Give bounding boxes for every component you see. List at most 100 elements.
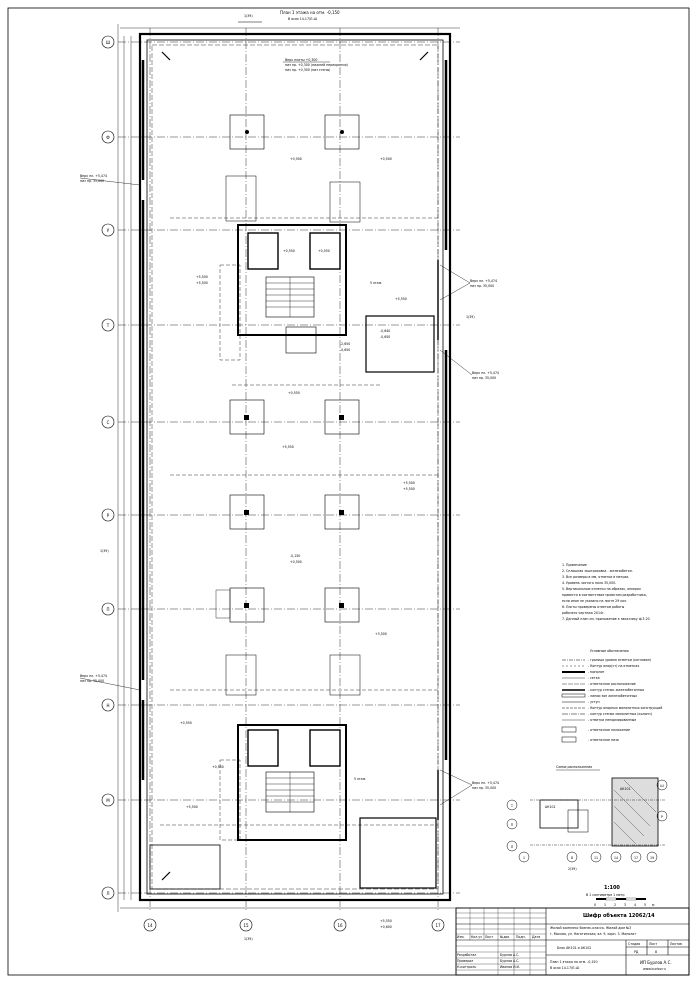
svg-text:15: 15 xyxy=(243,923,249,928)
svg-text:14: 14 xyxy=(147,923,153,928)
svg-text:м: м xyxy=(652,903,655,907)
foundations xyxy=(215,114,360,623)
svg-text:5 этаж: 5 этаж xyxy=(370,281,382,285)
svg-text:+0,550: +0,550 xyxy=(318,249,330,253)
svg-text:2. Сплошная заштриховка - жел: 2. Сплошная заштриховка - железобетон. xyxy=(562,569,633,573)
svg-text:П: П xyxy=(511,823,514,827)
svg-text:Бурлов А.С.: Бурлов А.С. xyxy=(500,959,519,963)
svg-text:Бурлов А.С.: Бурлов А.С. xyxy=(500,953,519,957)
svg-text:+0,600: +0,600 xyxy=(380,925,392,929)
svg-text:1: 1 xyxy=(523,856,525,860)
side-callouts: Верх пл. +5,474 низ пр. 35,000 Верх пл. … xyxy=(80,174,577,941)
svg-text:низ пр. 35,000: низ пр. 35,000 xyxy=(472,786,496,790)
svg-text:Ш: Ш xyxy=(660,784,664,788)
svg-text:16: 16 xyxy=(337,923,343,928)
svg-text:+0,550: +0,550 xyxy=(212,765,224,769)
svg-text:+5,500: +5,500 xyxy=(403,487,415,491)
svg-text:- отметочное низа: - отметочное низа xyxy=(588,738,619,742)
svg-text:1:100: 1:100 xyxy=(604,885,620,891)
svg-text:Л: Л xyxy=(106,891,109,896)
svg-text:2: 2 xyxy=(614,903,616,907)
svg-text:М: М xyxy=(106,798,110,803)
upper-core xyxy=(219,175,435,373)
svg-text:Верх пл. +5,474: Верх пл. +5,474 xyxy=(80,174,107,178)
svg-text:Т: Т xyxy=(510,804,513,808)
svg-text:- Контур опор(ст) на отметках: - Контур опор(ст) на отметках xyxy=(588,664,639,668)
svg-text:8: 8 xyxy=(655,950,657,954)
svg-text:- сетка: - сетка xyxy=(588,676,600,680)
svg-text:привести в соответствие проект: привести в соответствие проектом разрабо… xyxy=(562,593,647,597)
title-block xyxy=(455,907,690,976)
svg-text:4. Уровень чистого пола 35,00: 4. Уровень чистого пола 35,000. xyxy=(562,581,616,585)
svg-text:РД: РД xyxy=(634,950,639,954)
svg-text:-0,640: -0,640 xyxy=(380,329,390,333)
svg-text:1(39): 1(39) xyxy=(466,315,475,319)
svg-text:8: 8 xyxy=(571,856,573,860)
svg-text:Шифр объекта 12062/14: Шифр объекта 12062/14 xyxy=(583,912,655,919)
svg-text:Жилой комплекс бизнес-класса.: Жилой комплекс бизнес-класса. Жилой дом … xyxy=(550,926,631,930)
svg-text:Блок АК101 и АК102: Блок АК101 и АК102 xyxy=(557,946,591,950)
svg-text:Верх пл. +5,474: Верх пл. +5,474 xyxy=(80,674,107,678)
svg-text:7. Данный план см. приложение: 7. Данный план см. приложение к заказчик… xyxy=(562,617,650,621)
top-note: Верх плиты +0,300 низ пр. +0,300 (нижней… xyxy=(283,58,348,72)
svg-text:5 этаж: 5 этаж xyxy=(354,777,366,781)
svg-text:АК101: АК101 xyxy=(620,787,631,791)
svg-text:Разработал: Разработал xyxy=(457,953,476,957)
svg-text:Верх пл. +5,474: Верх пл. +5,474 xyxy=(472,781,499,785)
svg-text:Н: Н xyxy=(106,703,109,708)
svg-text:17: 17 xyxy=(634,856,638,860)
upper-stair xyxy=(266,277,314,317)
svg-text:Р: Р xyxy=(107,513,110,518)
zone-lines xyxy=(160,217,438,826)
svg-text:+5,500: +5,500 xyxy=(196,275,208,279)
svg-text:низ пр. 35,000: низ пр. 35,000 xyxy=(472,376,496,380)
svg-text:+5,500: +5,500 xyxy=(403,481,415,485)
svg-text:Дата: Дата xyxy=(532,935,540,939)
svg-text:если иное не указано на листе: если иное не указано на листе 29 кол. xyxy=(562,599,627,603)
svg-text:-2,650: -2,650 xyxy=(340,342,350,346)
dimension-lines xyxy=(117,24,460,912)
svg-text:+3,500: +3,500 xyxy=(375,632,387,636)
svg-text:Лист: Лист xyxy=(649,942,657,946)
svg-text:+0,550: +0,550 xyxy=(283,249,295,253)
svg-text:С: С xyxy=(107,420,110,425)
svg-text:Схема расположения: Схема расположения xyxy=(556,765,592,769)
svg-text:+0,500: +0,500 xyxy=(380,157,392,161)
svg-text:АК101: АК101 xyxy=(545,805,556,809)
svg-text:+5,550: +5,550 xyxy=(282,445,294,449)
svg-text:4: 4 xyxy=(634,903,636,907)
svg-text:Изм.: Изм. xyxy=(457,935,465,939)
scale-bar: 1:100 В 1 сантиметре 1 метр 0 1 2 3 4 5 … xyxy=(586,885,655,907)
title-block-text: Шифр объекта 12062/14 Жилой комплекс биз… xyxy=(457,912,682,971)
svg-text:-0,650: -0,650 xyxy=(340,348,350,352)
svg-text:+0,550: +0,550 xyxy=(288,391,300,395)
svg-text:- контур стенок монолитных (ко: - контур стенок монолитных (колонн) xyxy=(588,712,652,716)
svg-text:низ пр. +0,300 (нижней перекры: низ пр. +0,300 (нижней перекрытия) xyxy=(285,63,348,67)
svg-text:+5,550: +5,550 xyxy=(395,297,407,301)
svg-text:3: 3 xyxy=(624,903,626,907)
svg-text:- граница уровня отметки (котл: - граница уровня отметки (котлован) xyxy=(588,658,651,662)
row-axis-markers: Ш Ф У Т С Р П Н М Л xyxy=(101,35,115,900)
svg-text:+5,500: +5,500 xyxy=(186,805,198,809)
svg-text:- отметочное расположение: - отметочное расположение xyxy=(588,682,636,686)
svg-text:- отметочное положение: - отметочное положение xyxy=(588,728,630,732)
svg-text:Верх плиты +0,300: Верх плиты +0,300 xyxy=(285,58,317,62)
svg-text:- отметки ненормированные: - отметки ненормированные xyxy=(588,718,636,722)
svg-text:Верх пл. +5,474: Верх пл. +5,474 xyxy=(470,279,497,283)
svg-text:1(39): 1(39) xyxy=(100,549,109,553)
svg-text:рабочего чертежа 2014г.: рабочего чертежа 2014г. xyxy=(562,611,605,615)
lower-stair xyxy=(266,772,314,812)
svg-text:Ш: Ш xyxy=(106,40,110,45)
svg-text:Проверил: Проверил xyxy=(457,959,473,963)
svg-text:+5,550: +5,550 xyxy=(380,919,392,923)
svg-text:-0,650: -0,650 xyxy=(380,335,390,339)
svg-text:План 1 этажа на отм. -0,150: План 1 этажа на отм. -0,150 xyxy=(280,10,340,15)
svg-text:www.burlov.ru: www.burlov.ru xyxy=(643,967,666,971)
corner-marks xyxy=(161,51,429,881)
svg-text:19: 19 xyxy=(650,856,654,860)
plan-title: План 1 этажа на отм. -0,150 В осях 14-17… xyxy=(238,10,340,23)
outer-walls xyxy=(138,32,452,902)
svg-text:6. Листы проверены ответом ра: 6. Листы проверены ответом работы xyxy=(562,605,625,609)
